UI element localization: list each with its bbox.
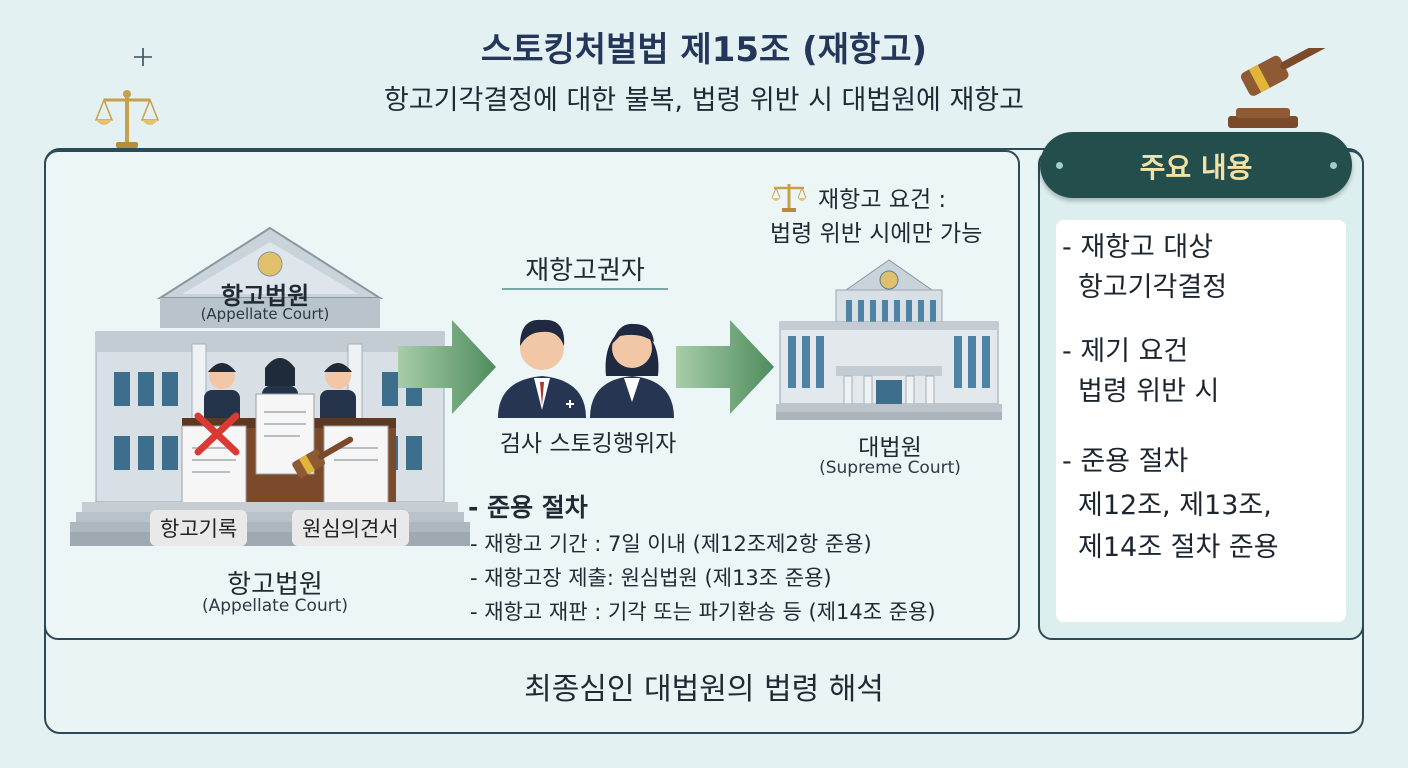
left-court-roof-name: 항고법원	[220, 282, 310, 310]
supreme-court-building-icon	[776, 259, 1002, 420]
side-card	[1056, 220, 1346, 622]
procedure-item: - 재항고 기간 : 7일 이내 (제12조제2항 준용)	[470, 532, 872, 556]
procedure-item: - 재항고장 제출: 원심법원 (제13조 준용)	[470, 566, 832, 590]
procedure-heading: - 준용 절차	[468, 493, 588, 522]
supreme-court-name: 대법원	[858, 435, 922, 461]
side-item-body: 제12조, 제13조,	[1078, 490, 1272, 521]
supreme-court-name-en: (Supreme Court)	[819, 458, 961, 478]
left-court-name-en: (Appellate Court)	[201, 596, 349, 616]
side-header-dot	[1056, 162, 1063, 169]
side-item-title: - 준용 절차	[1062, 446, 1189, 477]
arrow-right-icon	[676, 320, 774, 414]
side-item-body: 법령 위반 시	[1078, 376, 1220, 407]
arrow-right-icon	[398, 320, 496, 414]
doc-tag-appeal-record: 항고기록	[150, 510, 248, 546]
side-item-body: 제14조 절차 준용	[1078, 532, 1279, 563]
requirement-line2: 법령 위반 시에만 가능	[770, 221, 983, 247]
sparkle-icon	[134, 48, 152, 66]
left-court-roof-en: (Appellate Court)	[200, 305, 330, 323]
scales-icon	[771, 184, 807, 212]
procedure-item: - 재항고 재판 : 기각 또는 파기환송 등 (제14조 준용)	[470, 600, 936, 624]
appellant-label: 검사 스토킹행위자	[499, 431, 677, 457]
page-subtitle: 항고기각결정에 대한 불복, 법령 위반 시 대법원에 재항고	[384, 85, 1024, 116]
side-header-dot	[1330, 162, 1337, 169]
requirement-line1: 재항고 요건 :	[818, 187, 947, 213]
appellant-heading: 재항고권자	[525, 256, 645, 286]
footer-caption: 최종심인 대법원의 법령 해석	[524, 672, 884, 707]
page-title: 스토킹처벌법 제15조 (재항고)	[480, 30, 928, 70]
person-icon	[498, 319, 674, 418]
side-item-title: - 재항고 대상	[1062, 232, 1214, 263]
scales-icon	[94, 90, 160, 148]
left-court-name: 항고법원	[227, 570, 323, 600]
appellant-underline	[502, 288, 668, 290]
side-header	[1040, 132, 1352, 198]
reject-x-icon	[194, 412, 240, 456]
side-item-body: 항고기각결정	[1078, 272, 1228, 303]
doc-tag-original-opinion: 원심의견서	[292, 510, 409, 546]
gavel-icon	[1228, 48, 1335, 128]
side-item-title: - 제기 요건	[1062, 336, 1189, 367]
side-header-title: 주요 내용	[1139, 151, 1253, 184]
